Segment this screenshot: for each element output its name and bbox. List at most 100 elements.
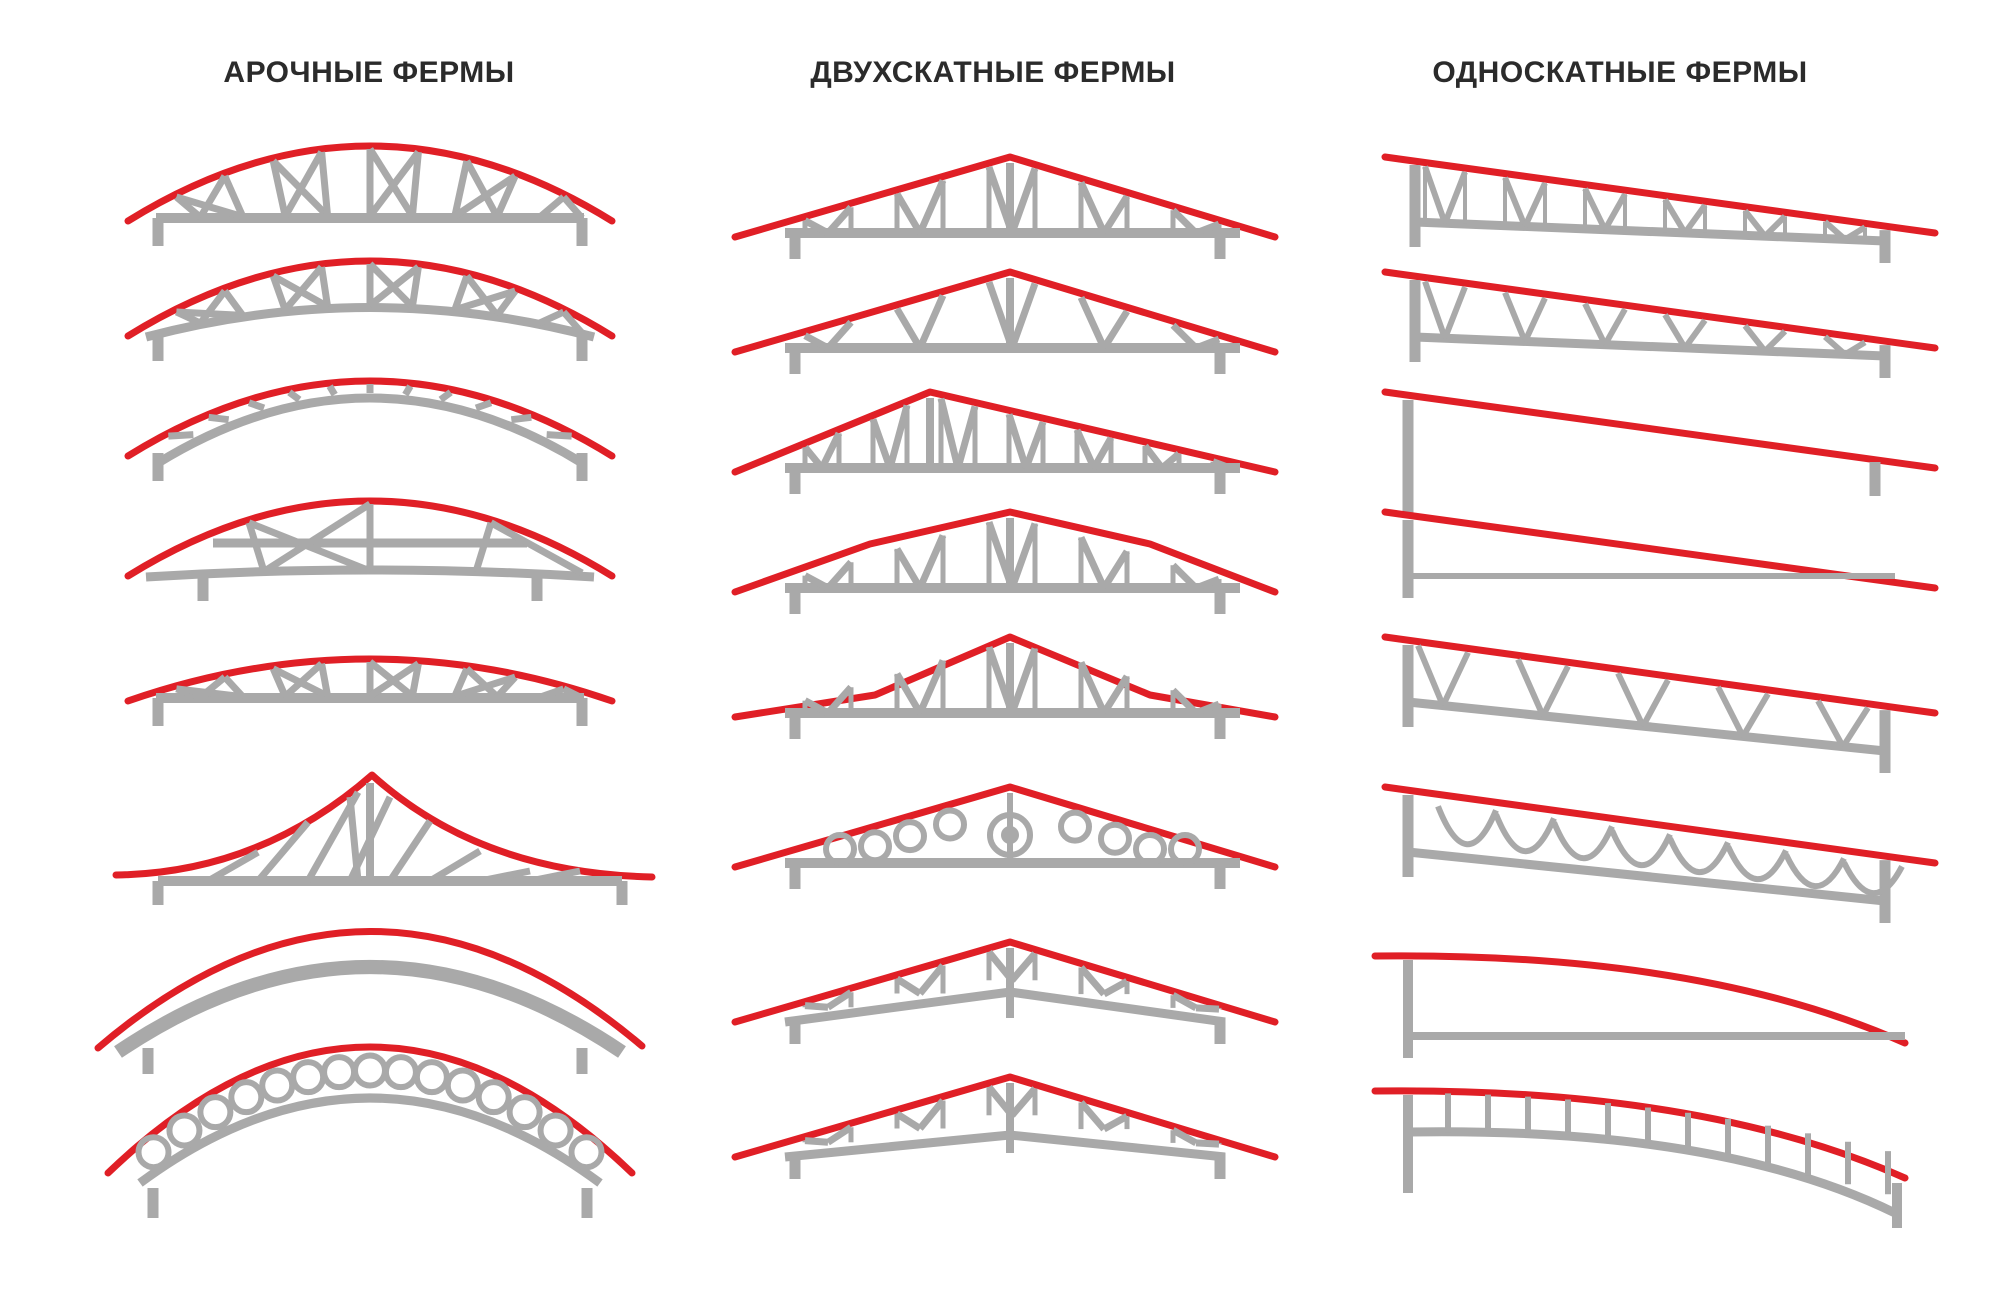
roof-line (124, 655, 616, 705)
truss-member (1171, 992, 1198, 1011)
truss-member (479, 867, 531, 885)
truss-member (1170, 207, 1199, 236)
truss-member (1009, 951, 1038, 983)
roof-line (731, 153, 1279, 241)
truss-member (269, 274, 289, 312)
roof-line (124, 257, 616, 340)
scallop-arc (1493, 813, 1557, 855)
truss-member (408, 266, 422, 308)
truss-member (255, 819, 311, 884)
truss-member (1073, 428, 1098, 470)
truss-member (318, 266, 332, 308)
truss-arched-5 (124, 655, 616, 726)
truss-member (197, 288, 228, 326)
truss-mono-6 (1381, 783, 1939, 923)
roof-line (1381, 633, 1939, 717)
truss-member (1077, 660, 1108, 715)
truss-member (1008, 522, 1039, 590)
truss-member (1008, 282, 1039, 350)
truss-member (1715, 685, 1746, 738)
truss-member (402, 384, 414, 397)
truss-member (893, 307, 924, 350)
lattice-ring (166, 1112, 203, 1149)
truss-member (493, 174, 519, 219)
truss-member (1101, 309, 1130, 350)
truss-member (1171, 1127, 1198, 1146)
truss-gable-8 (731, 1073, 1279, 1179)
truss-member (1008, 167, 1039, 235)
truss-member (1008, 647, 1039, 715)
truss-member (804, 1137, 829, 1146)
truss-member (893, 547, 924, 590)
truss-member (1102, 1113, 1129, 1133)
lattice-ring (1098, 821, 1132, 856)
lattice-ring (568, 1134, 605, 1171)
truss-member (538, 685, 565, 701)
truss-member (1078, 965, 1107, 997)
truss-member (1407, 847, 1886, 906)
truss-member (560, 309, 585, 336)
truss-member (367, 264, 421, 309)
truss-member (803, 572, 830, 592)
truss-member (1843, 339, 1867, 357)
truss-member (1005, 413, 1030, 470)
truss-member (453, 287, 517, 314)
truss-member (560, 194, 585, 221)
truss-member (489, 519, 584, 577)
truss-member (916, 179, 947, 235)
lattice-ring (382, 1054, 419, 1091)
truss-member (916, 534, 947, 590)
truss-member (825, 559, 854, 591)
truss-member (221, 288, 246, 318)
truss-member (1194, 575, 1221, 592)
truss-member (803, 697, 830, 717)
truss-member (1440, 651, 1471, 707)
truss-member (245, 521, 268, 573)
lattice-ring (197, 1094, 234, 1131)
truss-member (1662, 198, 1688, 235)
truss-member (562, 685, 584, 702)
truss-member (1742, 208, 1768, 239)
truss-gable-7 (731, 938, 1279, 1044)
lattice-ring (352, 1052, 388, 1089)
truss-member (464, 666, 500, 700)
lattice-ring (475, 1079, 512, 1116)
truss-member (937, 397, 962, 469)
truss-member (1515, 658, 1546, 718)
truss-gable-3 (731, 388, 1279, 494)
roof-line (731, 268, 1279, 356)
roof-line (104, 1043, 636, 1177)
truss-mono-7 (1371, 952, 1909, 1058)
truss-member (1415, 644, 1446, 707)
truss-member (869, 418, 894, 470)
truss-arched-7 (94, 928, 646, 1074)
truss-member (452, 173, 518, 220)
truss-member (247, 399, 266, 412)
lattice-ring (893, 819, 927, 854)
truss-member (208, 413, 230, 424)
truss-member (1170, 562, 1199, 591)
truss-member (474, 399, 493, 412)
lattice-ring (506, 1094, 543, 1131)
truss-member (1407, 697, 1886, 756)
truss-mono-5 (1381, 633, 1939, 773)
truss-gable-5 (731, 633, 1279, 739)
truss-member (1442, 170, 1468, 225)
truss-member (1422, 280, 1448, 340)
roof-line (731, 388, 1279, 476)
truss-member (262, 501, 372, 575)
truss-member (895, 1110, 922, 1132)
truss-member (1682, 203, 1708, 235)
truss-member (1090, 436, 1115, 470)
truss-member (529, 867, 581, 885)
truss-member (1170, 322, 1199, 351)
truss-member (893, 192, 924, 235)
roof-line (731, 633, 1279, 721)
truss-chord (155, 393, 585, 467)
truss-member (1195, 1139, 1220, 1148)
truss-member (1815, 699, 1846, 749)
truss-member (1078, 1100, 1107, 1132)
column-title-gable: ДВУХСКАТНЫЕ ФЕРМЫ (810, 56, 1176, 89)
truss-member (463, 159, 501, 219)
